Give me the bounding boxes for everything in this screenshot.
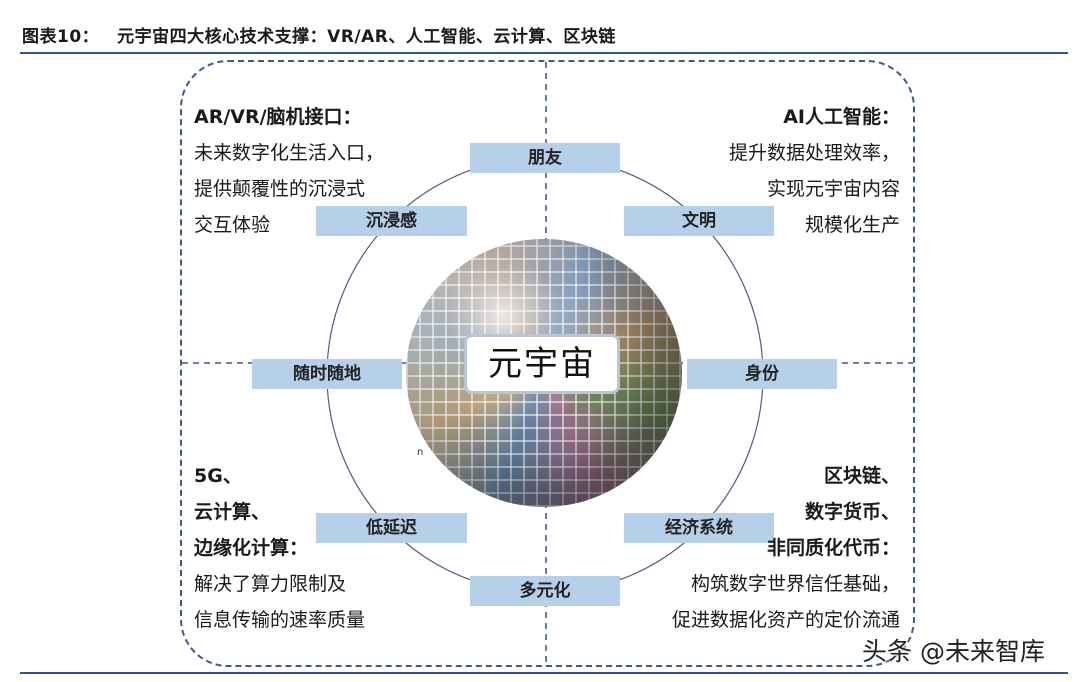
node-anytime: 随时随地 <box>252 359 402 389</box>
quadrant-heading: 边缘化计算： <box>194 537 309 559</box>
tiny-mark: n <box>417 447 424 458</box>
quadrant-line: 规模化生产 <box>804 214 900 236</box>
node-immersion: 沉浸感 <box>316 206 467 236</box>
node-economy: 经济系统 <box>624 513 774 543</box>
quadrant-line: 促进数据化资产的定价流通 <box>671 609 900 631</box>
figure-title: 图表10： 元宇宙四大核心技术支撑：VR/AR、人工智能、云计算、区块链 <box>22 22 616 47</box>
quadrant-line: 提升数据处理效率， <box>728 142 900 164</box>
quadrant-heading: AR/VR/脑机接口： <box>194 106 362 128</box>
node-identity: 身份 <box>687 359 837 389</box>
figure-label: 图表10： <box>22 27 100 47</box>
quadrant-heading: 区块链、 <box>823 465 900 487</box>
quadrant-bottom-right: 区块链、 数字货币、 非同质化代币： 构筑数字世界信任基础， 促进数据化资产的定… <box>672 458 900 638</box>
quadrant-heading: 非同质化代币： <box>766 537 900 559</box>
quadrant-heading: 5G、 <box>194 465 242 487</box>
diagram-frame <box>180 60 915 667</box>
node-civilization: 文明 <box>624 206 774 236</box>
quadrant-heading: AI人工智能： <box>783 106 900 128</box>
quadrant-line: 解决了算力限制及 <box>194 573 347 595</box>
node-low-latency: 低延迟 <box>316 513 467 543</box>
quadrant-line: 交互体验 <box>194 214 271 236</box>
quadrant-line: 构筑数字世界信任基础， <box>690 573 900 595</box>
figure-title-text: 元宇宙四大核心技术支撑：VR/AR、人工智能、云计算、区块链 <box>117 27 616 47</box>
quadrant-line: 信息传输的速率质量 <box>194 609 366 631</box>
node-diversity: 多元化 <box>470 576 620 606</box>
quadrant-line: 实现元宇宙内容 <box>766 178 900 200</box>
quadrant-heading: 数字货币、 <box>804 501 900 523</box>
quadrant-line: 提供颠覆性的沉浸式 <box>194 178 366 200</box>
quadrant-heading: 云计算、 <box>194 501 271 523</box>
bottom-rule <box>20 672 1068 674</box>
center-label: 元宇宙 <box>464 334 620 394</box>
quadrant-top-left: AR/VR/脑机接口： 未来数字化生活入口， 提供颠覆性的沉浸式 交互体验 <box>194 99 384 243</box>
quadrant-top-right: AI人工智能： 提升数据处理效率， 实现元宇宙内容 规模化生产 <box>729 99 900 243</box>
node-friends: 朋友 <box>470 143 620 173</box>
top-rule <box>20 52 1068 54</box>
watermark: 头条 @未来智库 <box>862 637 1045 666</box>
quadrant-bottom-left: 5G、 云计算、 边缘化计算： 解决了算力限制及 信息传输的速率质量 <box>194 458 365 638</box>
quadrant-line: 未来数字化生活入口， <box>194 142 385 164</box>
